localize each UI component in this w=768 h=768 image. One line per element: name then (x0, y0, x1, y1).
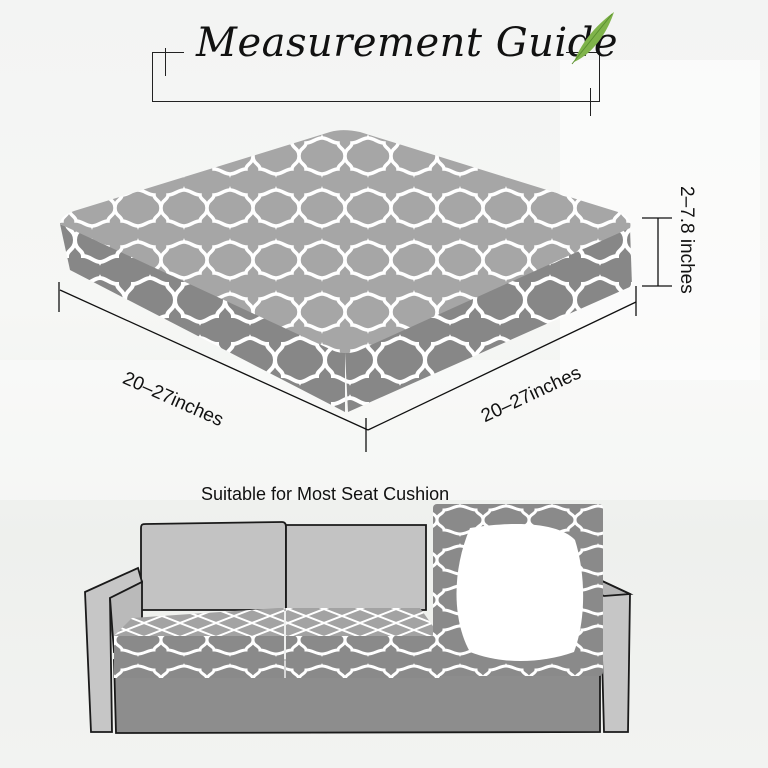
sofa-caption: Suitable for Most Seat Cushion (201, 484, 450, 504)
title-frame-tick-right (590, 88, 591, 116)
title-frame-left (152, 52, 153, 102)
page-title: Measurement Guide (196, 20, 618, 66)
title-frame-bottom (152, 101, 600, 102)
title-frame-top-left (152, 52, 184, 53)
title-frame-right (599, 52, 600, 102)
title-frame-tick-left (165, 48, 166, 76)
